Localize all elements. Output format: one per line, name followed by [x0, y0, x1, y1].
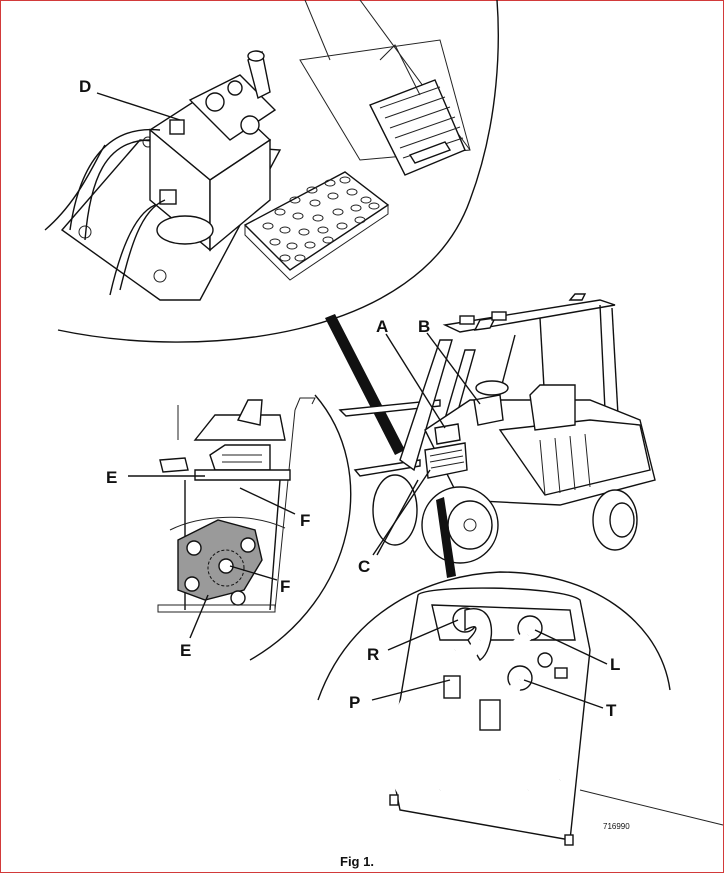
- ribbed-pedal: [369, 44, 466, 176]
- figure-caption: Fig 1.: [340, 854, 374, 869]
- shaded-mounting-plate: [177, 519, 263, 601]
- hydraulic-hoses: [388, 607, 565, 811]
- connector-band-bottom: [436, 497, 456, 578]
- valve-hoses: [44, 128, 166, 296]
- top-detail-view: D: [44, 0, 499, 343]
- left-detail-view: [128, 394, 352, 661]
- label-p: P: [349, 693, 360, 712]
- label-e-top: E: [106, 468, 117, 487]
- bottom-detail-view: [317, 571, 724, 846]
- label-l: L: [610, 655, 620, 674]
- label-a: A: [376, 317, 388, 336]
- label-f-top: F: [300, 511, 310, 530]
- label-e-bottom: E: [180, 641, 191, 660]
- connector-band-top: [325, 314, 405, 455]
- label-r: R: [367, 645, 379, 664]
- reference-number: 716990: [603, 822, 630, 831]
- label-b: B: [418, 317, 430, 336]
- perforated-pedal-plate: [243, 171, 390, 281]
- brake-valve-body: [148, 50, 277, 252]
- label-c: C: [358, 557, 370, 576]
- label-t: T: [606, 701, 617, 720]
- label-f-bottom: F: [280, 577, 290, 596]
- label-d: D: [79, 77, 91, 96]
